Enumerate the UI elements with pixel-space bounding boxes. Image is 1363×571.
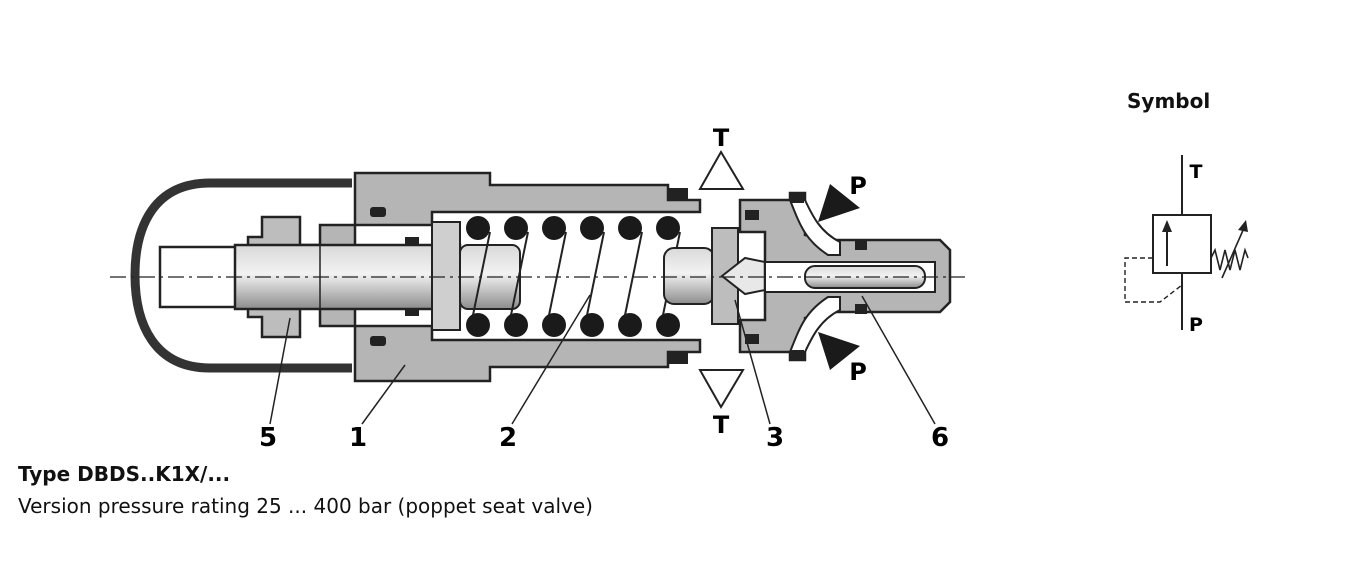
caption-title: Type DBDS..K1X/...	[18, 462, 231, 486]
part-number-6: 6	[931, 423, 949, 453]
symbol-flow-arrowhead	[1162, 220, 1172, 232]
poppet-body	[663, 247, 715, 305]
front-seal-top	[745, 210, 759, 220]
part-number-3: 3	[766, 423, 784, 453]
part-number-5: 5	[259, 423, 277, 453]
symbol-valve-box	[1152, 214, 1212, 274]
pressure-arrow-top	[818, 184, 860, 222]
symbol-spring	[1210, 247, 1249, 271]
pressure-label-top: P	[849, 172, 867, 200]
tank-label-bottom: T	[713, 411, 730, 439]
part-number-1: 1	[349, 423, 367, 453]
hydraulic-symbol: T P	[1124, 155, 1249, 336]
symbol-port-p: P	[1189, 314, 1203, 336]
tank-arrow-bottom	[698, 369, 745, 409]
pressure-channel-top	[788, 199, 841, 256]
symbol-title: Symbol	[1127, 89, 1211, 113]
piston-seal-top	[855, 240, 867, 250]
spring-plate	[431, 221, 461, 331]
pressure-channel-bottom	[788, 296, 841, 353]
spring-coils	[466, 216, 680, 337]
seal-front-top	[668, 188, 688, 200]
body-seal-bottom	[790, 350, 804, 360]
symbol-adjust-arrowhead	[1238, 220, 1248, 232]
seal-top	[370, 207, 386, 217]
part-number-2: 2	[499, 423, 517, 453]
front-seal-bottom	[745, 334, 759, 344]
symbol-pilot-line	[1124, 257, 1183, 303]
symbol-port-t: T	[1190, 161, 1203, 183]
pressure-arrow-bottom	[818, 332, 860, 370]
tank-arrow-top	[698, 150, 745, 190]
caption-subtitle: Version pressure rating 25 ... 400 bar (…	[18, 494, 593, 518]
pressure-label-bottom: P	[849, 358, 867, 386]
tank-label-top: T	[713, 124, 730, 152]
piston-seal-bottom	[855, 304, 867, 314]
leader-lines	[269, 294, 936, 425]
seal-bottom	[370, 336, 386, 346]
seal-front-bottom	[668, 352, 688, 364]
spring	[471, 231, 681, 321]
symbol-adjust-arrow	[1221, 227, 1245, 279]
protective-cap	[130, 178, 352, 373]
body-seal-top	[790, 193, 804, 203]
